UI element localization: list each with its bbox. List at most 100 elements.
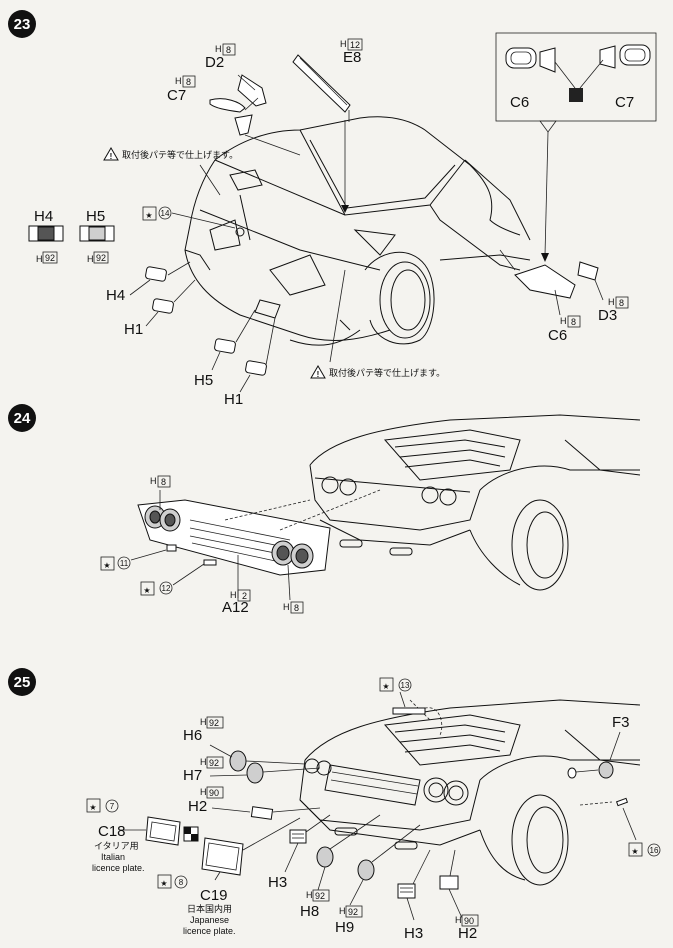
paint-h92-num-b: 92 [96, 253, 106, 263]
c18-english-2: licence plate. [92, 863, 145, 873]
paint-h8-num-24b: 8 [294, 603, 299, 613]
part-h3-a [284, 814, 331, 873]
paint-h92-h7: 92 [209, 758, 219, 768]
part-e8-wiper [292, 54, 351, 213]
paint-h92-h6: 92 [209, 718, 219, 728]
car-rear-body-24 [309, 414, 641, 591]
c18-japanese-note: イタリア用 [94, 841, 139, 851]
part-h6 [229, 750, 247, 772]
paint-chips-h4-h5: H4 H 92 H5 H 92 [28, 208, 115, 264]
label-d2: D2 [205, 54, 224, 71]
label-h9: H9 [335, 919, 354, 936]
paint-h92-h8: 92 [315, 891, 325, 901]
label-c6: C6 [548, 327, 567, 344]
step-number: 24 [14, 410, 31, 427]
decal-16-num: 16 [650, 846, 659, 855]
paint-h8-box-d2 [222, 43, 236, 56]
c19-english-2: licence plate. [183, 926, 236, 936]
svg-text:H: H [200, 717, 207, 727]
decal-14: ★ 14 [142, 206, 236, 229]
car-front-body [184, 116, 531, 346]
step-number-badge [8, 10, 36, 38]
svg-text:★: ★ [145, 211, 152, 220]
step-number: 23 [14, 16, 31, 33]
part-h9 [357, 859, 375, 881]
note-bottom: ! 取付後パテ等で仕上げます。 [310, 269, 445, 379]
decal-8-num: 8 [179, 878, 184, 887]
svg-text:★: ★ [631, 847, 638, 856]
step-23: 23 [8, 10, 657, 408]
label-d3: D3 [598, 307, 617, 324]
label-h4: H4 [106, 287, 125, 304]
step-25: 25 [8, 668, 661, 942]
note-top-text: 取付後パテ等で仕上げます。 [122, 149, 238, 160]
decal-11-num: 11 [120, 559, 129, 568]
label-h3-a: H3 [268, 874, 287, 891]
paint-h90-h2a: 90 [209, 788, 219, 798]
label-h5-chip: H5 [86, 208, 105, 225]
inset-label-c7: C7 [615, 94, 634, 111]
label-h2-b: H2 [458, 925, 477, 942]
part-c7-mirror-base [234, 114, 253, 136]
decal-13: ★ 13 [379, 677, 426, 715]
label-c18: C18 [98, 823, 126, 840]
svg-text:!: ! [317, 370, 320, 379]
label-h8: H8 [300, 903, 319, 920]
note-bottom-text: 取付後パテ等で仕上げます。 [329, 367, 445, 378]
part-c6-d3-mirror: C6 H 8 D3 H 8 [499, 249, 629, 344]
small-lights-23: H4 H1 H5 H1 [106, 261, 276, 408]
paint-h12-box [347, 38, 363, 51]
paint-h8-letter-c6: H [560, 316, 567, 326]
paint-h8-letter-c7: H [175, 76, 182, 86]
label-h6: H6 [183, 727, 202, 744]
label-c7: C7 [167, 87, 186, 104]
paint-h8-num-d2: 8 [226, 45, 231, 55]
svg-text:★: ★ [160, 879, 167, 888]
label-h5: H5 [194, 372, 213, 389]
c19-english-1: Japanese [190, 915, 229, 925]
paint-h92-letter-b: H [87, 254, 94, 264]
svg-text:★: ★ [103, 561, 110, 570]
step-number-badge [8, 404, 36, 432]
paint-h8-num-c7: 8 [186, 77, 191, 87]
step-number-badge [8, 668, 36, 696]
svg-text:H: H [455, 915, 462, 925]
c19-japanese-note: 日本国内用 [187, 903, 232, 914]
decal-12: ★ 12 [140, 563, 205, 596]
paint-h8-letter-24a: H [150, 476, 157, 486]
decal-13-num: 13 [401, 681, 410, 690]
decal-16: ★ 16 [579, 797, 661, 857]
decal-7-num: 7 [110, 802, 115, 811]
svg-text:H: H [306, 890, 313, 900]
decal-11: ★ 11 [100, 549, 167, 571]
label-h7: H7 [183, 767, 202, 784]
step-number: 25 [14, 674, 31, 691]
label-h4-chip: H4 [34, 208, 53, 225]
svg-text:2: 2 [242, 591, 247, 601]
step-24: 24 [8, 404, 641, 616]
paint-h92-h9: 92 [348, 907, 358, 917]
label-f3: F3 [612, 714, 630, 731]
part-f3 [598, 761, 614, 779]
decal-14-num: 14 [161, 209, 170, 218]
paint-h90-h2b: 90 [464, 916, 474, 926]
part-h2-b [439, 875, 459, 890]
paint-h8-letter-24b: H [283, 602, 290, 612]
label-c19: C19 [200, 887, 228, 904]
svg-text:!: ! [110, 152, 113, 161]
svg-text:H: H [339, 906, 346, 916]
paint-h2-letter: H [230, 590, 237, 600]
label-h2-a: H2 [188, 798, 207, 815]
paint-h8-letter-d3: H [608, 297, 615, 307]
svg-text:H: H [200, 787, 207, 797]
decal-12-num: 12 [162, 584, 171, 593]
svg-text:★: ★ [89, 803, 96, 812]
label-h1-a: H1 [124, 321, 143, 338]
label-e8: E8 [343, 49, 361, 66]
paint-h8-letter-d2: H [215, 44, 222, 54]
label-h3-b: H3 [404, 925, 423, 942]
part-h3-b [397, 849, 431, 921]
part-h8 [316, 846, 334, 868]
c18-english-1: Italian [101, 852, 125, 862]
car-rear-body-25 [299, 699, 641, 886]
